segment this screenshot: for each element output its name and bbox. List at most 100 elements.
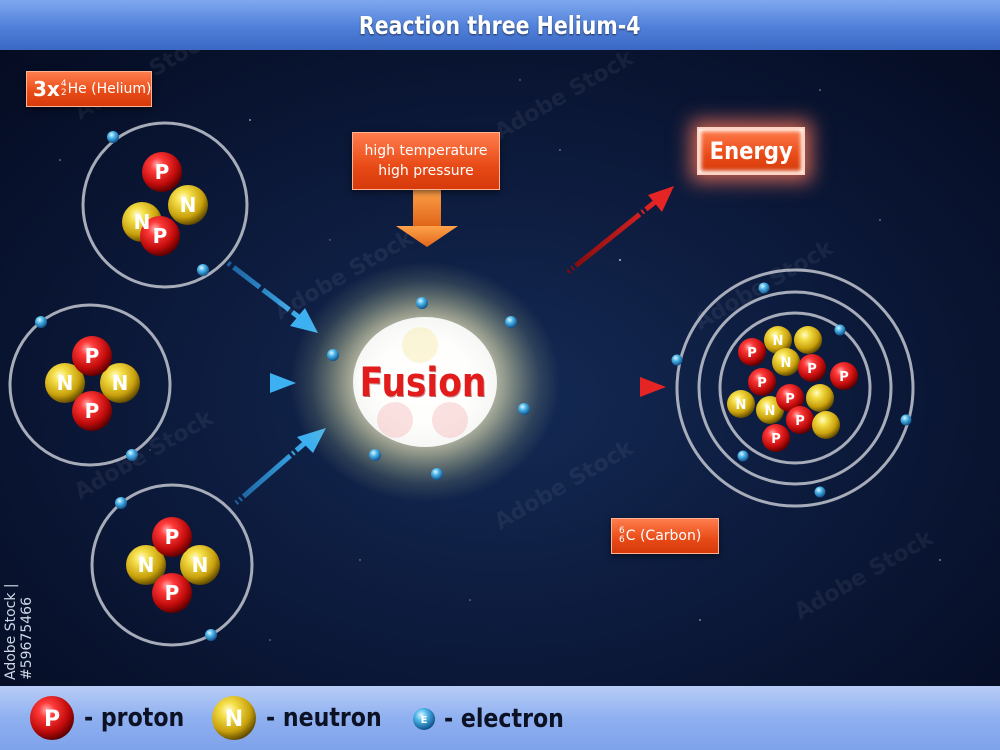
helium-atomic-number: 2 (60, 88, 67, 98)
proton-letter: P (165, 581, 180, 605)
electron-icon (518, 403, 530, 415)
proton-icon (142, 152, 182, 192)
particle-letters: P P N N P P N N P P N N P P P P P P P N … (57, 160, 849, 605)
helium-atom-1 (81, 121, 249, 289)
carbon-mass-number: 6 (619, 526, 625, 536)
helium-atom-3 (90, 483, 254, 647)
neutron-letter: N (112, 371, 129, 395)
stock-id: Adobe Stock | #59675466 (3, 583, 35, 680)
header-bar: Reaction three Helium-4 (0, 0, 1000, 51)
electron-icon (505, 316, 517, 328)
svg-text:Adobe Stock: Adobe Stock (791, 525, 939, 625)
legend-neutron-text: - neutron (266, 703, 382, 733)
electron-icon (115, 497, 127, 509)
electron-icon (737, 450, 749, 462)
proton-letter: P (785, 392, 795, 407)
electron-icon (369, 449, 381, 461)
conditions-line-1: high temperature (364, 143, 488, 159)
electron-icon (758, 282, 770, 294)
incoming-arrows (180, 261, 326, 505)
neutron-icon (126, 545, 166, 585)
diagram-canvas: P P N N P P N N P P N N P P P P P P P N … (8, 50, 941, 647)
neutron-icon (45, 363, 85, 403)
proton-letter: P (807, 362, 817, 377)
neutron-icon (794, 326, 822, 354)
helium-label: 3x 4 2 He (Helium) (26, 71, 152, 107)
neutron-letter: N (765, 404, 776, 419)
helium-mass-number: 4 (60, 79, 67, 89)
proton-icon (776, 384, 804, 412)
proton-letter: P (747, 346, 757, 361)
electron-icon (900, 414, 912, 426)
proton-icon (762, 424, 790, 452)
neutron-icon (100, 363, 140, 403)
electron-icon (327, 349, 339, 361)
legend-proton-text: - proton (84, 703, 185, 733)
proton-icon (786, 406, 814, 434)
conditions-label: high temperature high pressure (352, 132, 500, 190)
neutron-letter: N (736, 398, 747, 413)
neutron-letter: N (57, 371, 74, 395)
proton-letter: P (795, 414, 805, 429)
neutron-letter: N (225, 707, 243, 732)
proton-icon (152, 573, 192, 613)
proton-letter: P (44, 707, 60, 732)
proton-icon (152, 517, 192, 557)
proton-icon: P (30, 696, 74, 740)
electron-icon (197, 264, 209, 276)
proton-icon (748, 368, 776, 396)
page-title: Reaction three Helium-4 (359, 10, 641, 40)
legend-proton: P - proton (28, 694, 202, 742)
carbon-label: 6 6 C (Carbon) (611, 518, 719, 554)
arrow-icon (566, 186, 674, 274)
arrow-icon (555, 377, 666, 397)
outgoing-arrows (555, 186, 674, 397)
proton-letter: P (85, 399, 100, 423)
neutron-icon (168, 185, 208, 225)
legend-bar: P - proton N - neutron E - e (0, 686, 1000, 750)
proton-letter: P (153, 224, 168, 248)
carbon-atom (671, 268, 915, 508)
neutron-icon (806, 384, 834, 412)
legend-neutron: N - neutron (210, 694, 402, 742)
electron-letter: E (421, 715, 428, 726)
legend-electron: E - electron (410, 704, 585, 734)
electron-icon (35, 316, 47, 328)
proton-letter: P (757, 376, 767, 391)
proton-icon (830, 362, 858, 390)
neutron-icon (764, 326, 792, 354)
neutron-icon (812, 411, 840, 439)
electron-icon (431, 468, 443, 480)
neutron-icon (180, 545, 220, 585)
fusion-core (290, 262, 560, 502)
electron-icon (416, 297, 428, 309)
arrow-icon (180, 373, 296, 393)
energy-text: Energy (709, 137, 793, 165)
carbon-name: C (Carbon) (625, 528, 702, 544)
proton-letter: P (839, 370, 849, 385)
neutron-letter: N (781, 356, 792, 371)
proton-icon (72, 336, 112, 376)
helium-name: He (Helium) (67, 81, 152, 97)
neutron-icon (727, 390, 755, 418)
proton-icon (72, 391, 112, 431)
electron-icon (107, 131, 119, 143)
helium-count: 3x (33, 77, 60, 101)
neutron-letter: N (192, 553, 209, 577)
carbon-atomic-number: 6 (619, 535, 625, 545)
electron-icon (126, 449, 138, 461)
legend-electron-text: - electron (444, 704, 564, 734)
proton-icon (140, 216, 180, 256)
proton-letter: P (85, 344, 100, 368)
energy-label: Energy (697, 127, 805, 175)
conditions-line-2: high pressure (378, 163, 474, 179)
diagram-stage: P P N N P P N N P P N N P P P P P P P N … (0, 50, 1000, 686)
neutron-letter: N (134, 210, 151, 234)
fusion-label: Fusion (359, 360, 487, 406)
star-field (59, 79, 941, 641)
proton-letter: P (165, 525, 180, 549)
electron-icon: E (413, 708, 435, 730)
neutron-icon (772, 348, 800, 376)
proton-letter: P (155, 160, 170, 184)
neutron-icon: N (212, 696, 256, 740)
